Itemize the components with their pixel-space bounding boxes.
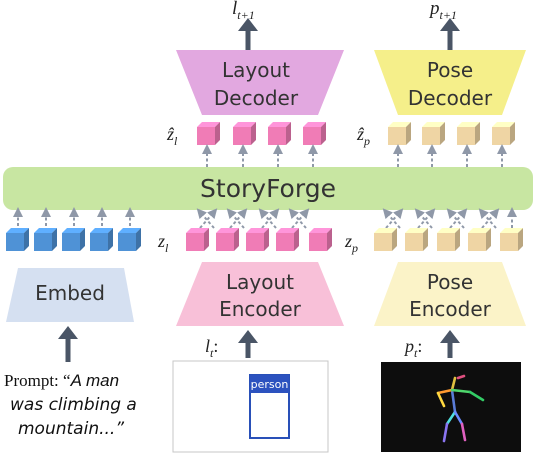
zhat-pose-token — [457, 122, 480, 145]
z-pose-token — [500, 228, 523, 251]
layout-decoder-line2: Decoder — [214, 86, 299, 110]
z-pose-label: zp — [344, 231, 358, 255]
dashed-arrow — [446, 208, 465, 229]
dashed-arrow — [196, 208, 215, 229]
prompt-token — [118, 228, 141, 251]
pose-encoder-line1: Pose — [427, 270, 473, 294]
z-pose-tokens — [374, 228, 523, 251]
zhat-pose-token — [492, 122, 515, 145]
z-pose-token — [374, 228, 397, 251]
zhat-pose-token — [388, 122, 411, 145]
person-tag-bg — [250, 375, 289, 393]
prompt-line3: mountain...” — [18, 419, 124, 439]
z-layout-token — [276, 228, 299, 251]
layout-decoder-block: Layout Decoder — [176, 50, 344, 115]
zhat-layout-token — [303, 122, 326, 145]
output-layout-arrow — [238, 18, 258, 50]
zhat-pose-label: ẑp — [356, 124, 370, 148]
dashed-arrow — [258, 208, 277, 229]
dashed-arrow — [199, 208, 218, 229]
upper-dashed-arrows — [202, 144, 507, 167]
input-layout-label: lt: — [205, 336, 218, 360]
output-layout-label: lt+1 — [232, 0, 255, 22]
z-layout-token — [309, 228, 332, 251]
dashed-arrow — [288, 208, 307, 229]
z-pose-token — [437, 228, 460, 251]
dashed-arrow — [478, 208, 497, 229]
z-layout-token — [186, 228, 209, 251]
pose-skeleton — [436, 374, 485, 443]
pose-input-arrow — [440, 330, 460, 358]
input-pose-label: pt: — [403, 336, 422, 360]
layout-input-arrow — [238, 330, 258, 358]
pose-encoder-line2: Encoder — [409, 297, 492, 321]
prompt-line1: Prompt: “A man — [4, 371, 119, 390]
zhat-layout-token — [233, 122, 256, 145]
embed-block: Embed — [6, 268, 134, 322]
pose-decoder-block: Pose Decoder — [374, 50, 526, 115]
layout-input-image: person — [172, 360, 329, 453]
z-layout-token — [216, 228, 239, 251]
zhat-layout-token — [268, 122, 291, 145]
zhat-pose-tokens — [388, 122, 515, 145]
pose-encoder-block: Pose Encoder — [374, 262, 526, 326]
z-layout-token — [246, 228, 269, 251]
prompt-token — [6, 228, 29, 251]
dashed-arrow — [414, 208, 433, 229]
embed-label: Embed — [35, 281, 105, 305]
dashed-arrow — [417, 208, 436, 229]
storyforge-core: StoryForge — [3, 167, 533, 210]
dashed-arrow — [449, 208, 468, 229]
zhat-pose-token — [422, 122, 445, 145]
prompt-token — [62, 228, 85, 251]
prompt-line2: was climbing a — [10, 395, 137, 415]
z-layout-tokens — [186, 228, 332, 251]
zhat-layout-token — [197, 122, 220, 145]
layout-encoder-line1: Layout — [226, 270, 294, 294]
output-pose-arrow — [440, 18, 460, 50]
zhat-layout-tokens — [197, 122, 326, 145]
zhat-layout-label: ẑl — [166, 124, 178, 148]
dashed-arrow — [291, 208, 310, 229]
pose-decoder-line2: Decoder — [408, 86, 493, 110]
prompt-text: Prompt: “A man was climbing a mountain..… — [4, 371, 137, 439]
person-tag-label: person — [251, 378, 289, 391]
dashed-arrow — [261, 208, 280, 229]
z-layout-label: zl — [157, 231, 169, 255]
pose-decoder-line1: Pose — [427, 58, 473, 82]
pose-input-image — [381, 362, 521, 452]
lower-dashed-arrows — [13, 207, 517, 229]
dashed-arrow — [226, 208, 245, 229]
layout-decoder-line1: Layout — [222, 58, 290, 82]
dashed-arrow — [385, 208, 404, 229]
prompt-token — [34, 228, 57, 251]
layout-encoder-line2: Encoder — [219, 297, 302, 321]
storyforge-label: StoryForge — [200, 174, 336, 203]
prompt-token — [90, 228, 113, 251]
prompt-arrow — [58, 326, 78, 362]
layout-encoder-block: Layout Encoder — [176, 262, 344, 326]
prompt-tokens — [6, 228, 141, 251]
dashed-arrow — [382, 208, 401, 229]
z-pose-token — [405, 228, 428, 251]
dashed-arrow — [229, 208, 248, 229]
z-pose-token — [468, 228, 491, 251]
dashed-arrow — [481, 208, 500, 229]
output-pose-label: pt+1 — [428, 0, 457, 22]
